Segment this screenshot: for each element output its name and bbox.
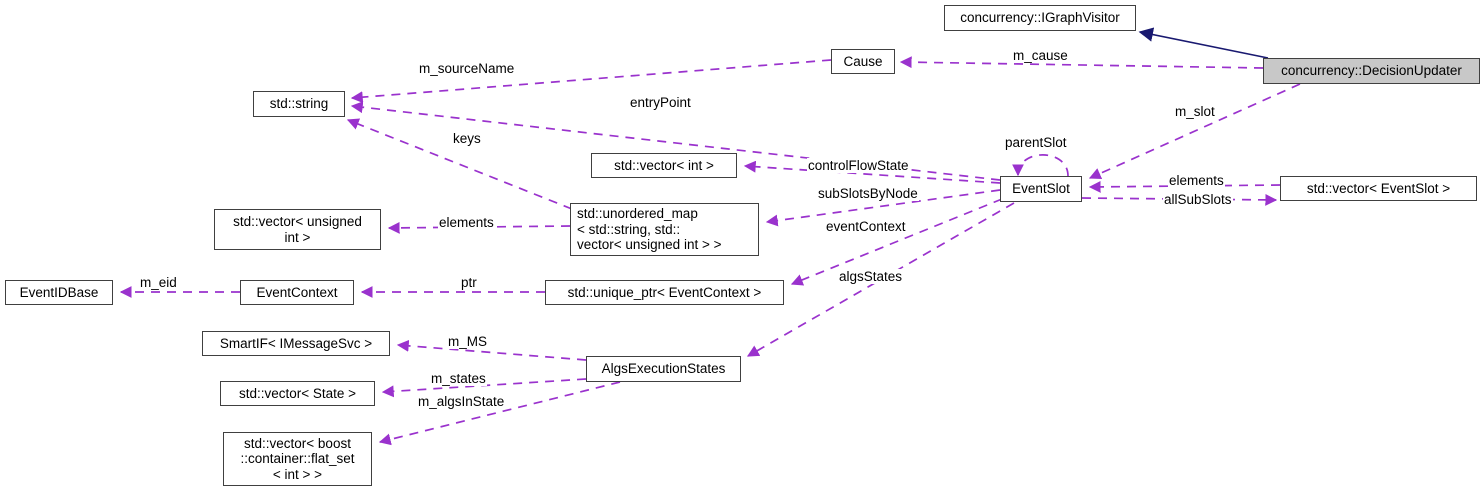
node-smartif-imessagesvc[interactable]: SmartIF< IMessageSvc > xyxy=(202,331,390,356)
edge-label-all-sub-slots: allSubSlots xyxy=(1163,192,1233,207)
edge-control-flow-state xyxy=(743,160,1001,184)
edge-parent-slot-self-loop xyxy=(1012,154,1069,177)
node-eventslot[interactable]: EventSlot xyxy=(1000,176,1082,202)
edge-m-source-name xyxy=(350,59,832,104)
edge-label-m-source-name: m_sourceName xyxy=(418,61,516,76)
edge-algs-states xyxy=(746,202,1015,357)
edge-label-m-slot: m_slot xyxy=(1174,104,1216,119)
edge-label-event-context: eventContext xyxy=(825,219,907,234)
edge-label-sub-slots-by-node: subSlotsByNode xyxy=(817,186,919,201)
edge-label-parent-slot: parentSlot xyxy=(1004,135,1068,150)
node-std-vector-eventslot[interactable]: std::vector< EventSlot > xyxy=(1280,176,1477,201)
node-eventcontext[interactable]: EventContext xyxy=(240,280,354,305)
node-std-string[interactable]: std::string xyxy=(253,91,345,117)
edge-label-elements-vector-uint: elements xyxy=(438,215,495,230)
node-concurrency-decisionupdater[interactable]: concurrency::DecisionUpdater xyxy=(1263,58,1480,84)
node-concurrency-igraphvisitor[interactable]: concurrency::IGraphVisitor xyxy=(944,5,1136,31)
edge-m-cause xyxy=(899,56,1264,69)
edge-label-m-ms: m_MS xyxy=(447,334,489,349)
edge-label-ptr: ptr xyxy=(460,275,478,290)
edge-keys xyxy=(346,118,573,210)
node-std-unordered-map[interactable]: std::unordered_map < std::string, std:: … xyxy=(570,203,759,256)
edge-elements-vector-uint xyxy=(387,221,571,234)
edge-label-entry-point: entryPoint xyxy=(629,95,692,110)
edge-m-algs-in-state xyxy=(378,381,621,446)
node-std-vector-unsigned-int[interactable]: std::vector< unsigned int > xyxy=(214,209,381,250)
edge-label-m-eid: m_eid xyxy=(139,275,178,290)
node-algsexecutionstates[interactable]: AlgsExecutionStates xyxy=(586,356,741,382)
node-cause[interactable]: Cause xyxy=(831,49,895,74)
node-eventidbase[interactable]: EventIDBase xyxy=(5,280,113,305)
edge-label-keys: keys xyxy=(452,131,482,146)
edge-m-slot xyxy=(1088,83,1301,180)
node-std-vector-int[interactable]: std::vector< int > xyxy=(591,153,737,178)
edge-label-m-cause: m_cause xyxy=(1012,48,1069,63)
edge-label-algs-states: algsStates xyxy=(838,269,904,284)
node-std-vector-boost-flat-set[interactable]: std::vector< boost ::container::flat_set… xyxy=(223,432,372,486)
edge-label-m-states: m_states xyxy=(430,371,487,386)
edge-label-elements-eventslot: elements xyxy=(1168,173,1225,188)
edge-m-ms xyxy=(396,339,587,361)
edge-sub-slots-by-node xyxy=(765,189,1001,227)
edge-label-control-flow-state: controlFlowState xyxy=(807,158,910,173)
edge-event-context xyxy=(790,198,1003,286)
edge-inheritance-decisionupdater-igraphvisitor xyxy=(1138,27,1269,59)
edge-entry-point xyxy=(350,101,1001,181)
edge-label-m-algs-in-state: m_algsInState xyxy=(417,394,506,409)
node-std-vector-state[interactable]: std::vector< State > xyxy=(220,381,375,406)
node-std-unique-ptr-eventcontext[interactable]: std::unique_ptr< EventContext > xyxy=(545,280,784,305)
